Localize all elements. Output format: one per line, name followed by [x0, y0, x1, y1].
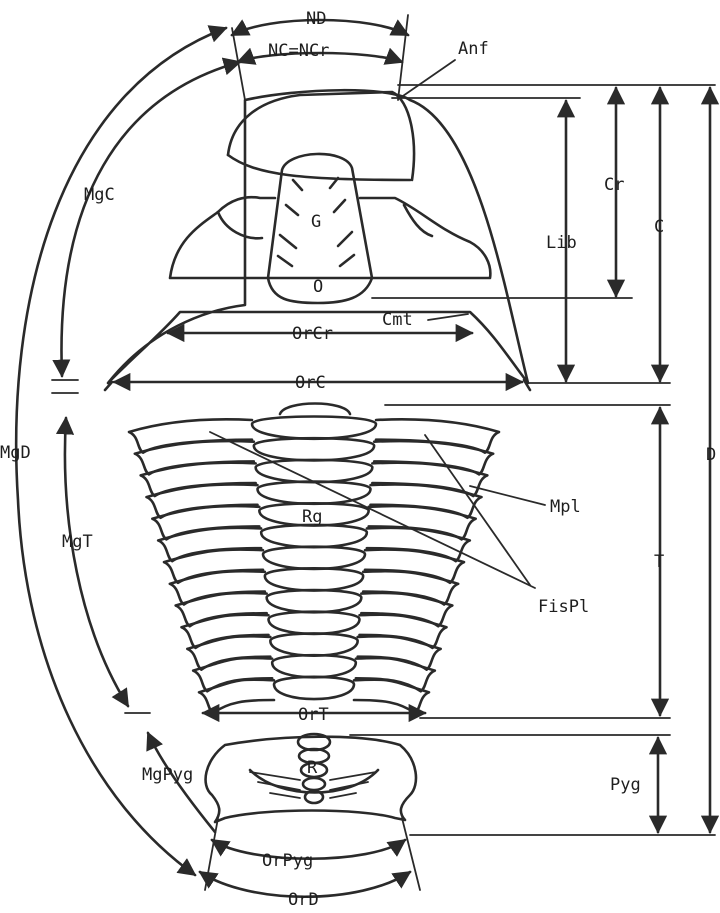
rachis-ring-4: [303, 778, 325, 790]
axial-ring: [270, 633, 357, 655]
label-o: O: [313, 277, 323, 297]
axial-ring: [267, 590, 362, 612]
pleura-left: [187, 636, 270, 669]
pleura-right: [376, 419, 499, 452]
pleura-right: [372, 463, 487, 496]
thoracic-segment: [193, 655, 435, 691]
measurement-lines: [16, 15, 715, 897]
label-orpyg: OrPyg: [262, 851, 313, 871]
label-mgt: MgT: [62, 532, 93, 552]
pleural-rib-6: [330, 793, 356, 798]
pleura-left: [199, 680, 274, 713]
label-nc: NC=NCr: [268, 41, 329, 61]
thoracic-segment: [141, 460, 488, 496]
label-anf: Anf: [458, 39, 489, 59]
label-mgpyg: MgPyg: [142, 765, 193, 785]
pleura-left: [135, 441, 254, 474]
axial-ring: [265, 568, 363, 590]
eye-left: [218, 212, 262, 238]
axial-ring: [252, 417, 376, 439]
fixigena: [170, 197, 490, 278]
pygidium: [206, 734, 416, 822]
thoracic-segment: [164, 547, 464, 583]
thoracic-segment: [187, 633, 440, 669]
pleura-left: [170, 571, 265, 604]
mgt-arc: [65, 418, 128, 706]
label-d: D: [706, 445, 716, 465]
label-lib: Lib: [546, 233, 577, 253]
pleura-left: [158, 528, 261, 561]
pleural-rib-3: [270, 793, 300, 798]
thoracic-segment: [182, 612, 447, 648]
mgc-arc: [61, 62, 240, 376]
axial-ring: [269, 612, 360, 634]
pleura-right: [365, 549, 464, 582]
axial-ring: [263, 547, 365, 569]
pleura-left: [141, 463, 256, 496]
pleura-left: [129, 419, 252, 452]
label-ort: OrT: [298, 705, 329, 725]
label-mgc: MgC: [84, 185, 115, 205]
label-pyg: Pyg: [610, 775, 641, 795]
pleura-right: [358, 636, 441, 669]
thorax: [129, 404, 499, 714]
label-r: R: [307, 758, 318, 778]
thoracic-segment: [158, 525, 470, 561]
mpl-leader: [470, 486, 545, 505]
label-cmt: Cmt: [382, 310, 413, 330]
pleura-right: [361, 593, 452, 626]
label-nd: ND: [306, 9, 326, 29]
axial-ring: [274, 677, 354, 699]
axial-ring: [261, 525, 367, 547]
pleura-left: [193, 658, 272, 691]
pleural-rib-5: [330, 782, 368, 790]
label-rg: Rg: [302, 507, 322, 527]
thoracic-segment: [176, 590, 453, 626]
pleura-right: [371, 484, 482, 517]
thoracic-segment: [170, 568, 458, 604]
axial-ring: [254, 438, 374, 460]
label-g: G: [311, 212, 321, 232]
label-orcr: OrCr: [292, 324, 333, 344]
articulating-half-ring: [280, 404, 350, 415]
pleural-rib-2: [258, 782, 300, 790]
pleura-left: [164, 549, 263, 582]
cmt-leader: [428, 314, 468, 320]
label-cr: Cr: [604, 175, 624, 195]
axial-ring: [272, 655, 356, 677]
label-mpl: Mpl: [550, 497, 581, 517]
thoracic-segment: [129, 417, 499, 453]
label-orc: OrC: [295, 373, 326, 393]
pleura-left: [147, 484, 258, 517]
pleura-right: [354, 680, 429, 713]
cephalon: [105, 90, 530, 390]
label-c: C: [654, 217, 664, 237]
pleura-left: [152, 506, 259, 539]
anf-leader: [400, 60, 455, 98]
preglabellar-field: [228, 155, 410, 180]
label-ord: OrD: [288, 890, 319, 910]
pleura-right: [360, 615, 447, 648]
pleura-right: [363, 571, 458, 604]
pleura-left: [176, 593, 267, 626]
pleura-left: [182, 615, 269, 648]
pleura-right: [356, 658, 435, 691]
eye-right: [404, 205, 432, 236]
label-fispl: FisPl: [538, 597, 589, 617]
label-t: T: [654, 552, 664, 572]
label-mgd: MgD: [0, 443, 31, 463]
mgd-arc: [16, 28, 226, 875]
anterior-border: [228, 92, 414, 180]
